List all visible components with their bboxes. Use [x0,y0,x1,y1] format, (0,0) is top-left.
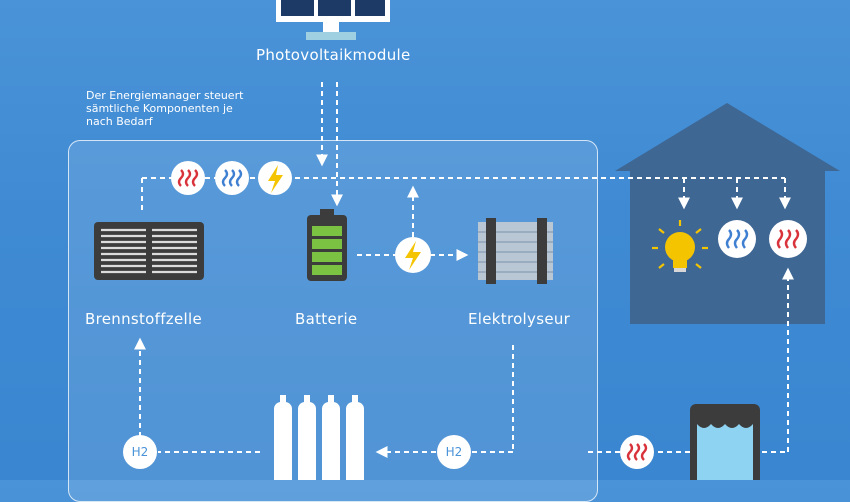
h2-badge-middle-label: H2 [446,445,463,459]
energy-manager-note: Der Energiemanager steuert sämtliche Kom… [86,89,286,128]
lightning-bolt-icon [395,237,431,273]
brennstoffzelle-label: Brennstoffzelle [85,310,202,328]
flow-lines [134,82,794,458]
energy-manager-note-line-2: sämtliche Komponenten je [86,102,233,115]
photovoltaik-label: Photovoltaikmodule [256,46,411,64]
light-bulb-icon [652,220,708,272]
lightning-bolt-icon [258,161,292,195]
elektrolyseur-label: Elektrolyseur [468,310,571,328]
cold-wave-icon [718,220,756,258]
energy-manager-note-line-1: Der Energiemanager steuert [86,89,244,102]
heat-wave-icon [171,161,205,195]
fuel-cell-icon [94,222,204,280]
battery-icon [307,209,347,281]
diagram-canvas: H2 H2 [94,0,807,480]
electrolyser-icon [478,218,553,284]
heat-wave-icon [769,220,807,258]
cold-wave-icon [215,161,249,195]
hydrogen-tanks-icon [274,395,364,480]
batterie-label: Batterie [295,310,358,328]
h2-badge-middle: H2 [437,435,471,469]
heat-storage-tank-icon [690,404,760,480]
energy-manager-note-line-3: nach Bedarf [86,115,153,128]
h2-badge-left: H2 [123,435,157,469]
heat-wave-icon [620,435,654,469]
h2-badge-left-label: H2 [132,445,149,459]
solar-panel-icon [276,0,390,40]
